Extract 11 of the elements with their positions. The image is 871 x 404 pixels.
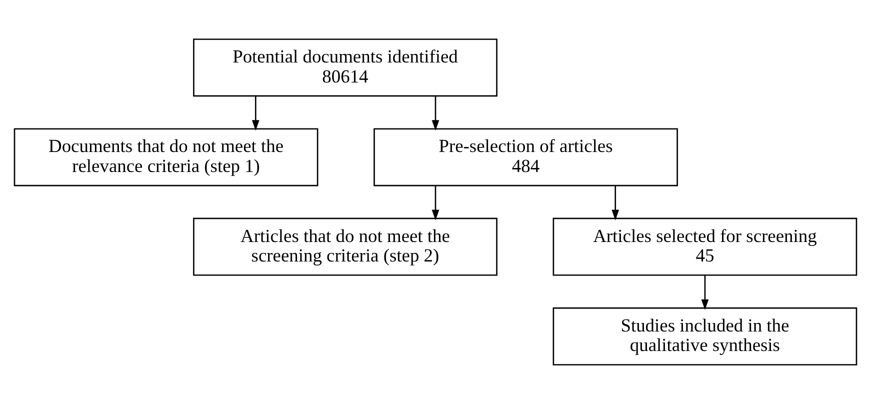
node-box: Documents that do not meet the relevance criteria (step 1) xyxy=(14,128,318,186)
arrow xyxy=(432,96,440,131)
node-box: Articles that do not meet the screening criteria (step 2) xyxy=(193,218,498,276)
arrow xyxy=(432,186,440,220)
arrow xyxy=(612,186,620,220)
arrow xyxy=(701,275,709,310)
node-box: Pre-selection of articles 484 xyxy=(374,128,678,186)
node-box: Articles selected for screening 45 xyxy=(552,218,858,276)
node-box: Potential documents identified 80614 xyxy=(193,38,498,97)
node-box: Studies included in the qualitative synthesis xyxy=(552,307,858,366)
arrow xyxy=(252,96,260,131)
